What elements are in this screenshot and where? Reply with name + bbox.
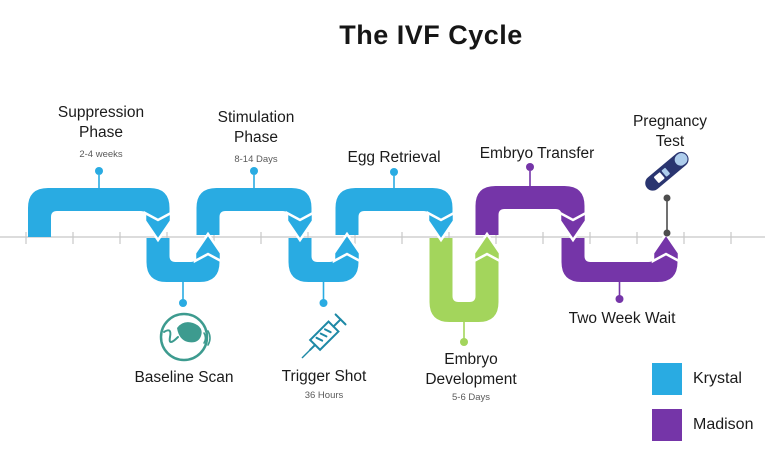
label-trigger-shot: Trigger Shot <box>281 368 367 385</box>
legend-swatch-madison <box>652 409 682 441</box>
pregnancy-test-connector <box>663 194 671 237</box>
arrow-down-icon <box>558 210 588 243</box>
label-pregnancy-test: Pregnancy Test <box>632 113 708 150</box>
arrow-up-icon <box>472 231 502 264</box>
ribbon-loop-embryo-development <box>429 238 499 322</box>
arrow-down-icon <box>426 210 456 243</box>
ribbon-loop-baseline-scan <box>146 238 220 282</box>
label-suppression-phase: Suppression Phase <box>57 104 145 141</box>
arrow-up-icon <box>332 231 362 264</box>
arrow-up-icon <box>651 231 681 264</box>
label-embryo-transfer: Embryo Transfer <box>479 145 595 162</box>
ultrasound-probe-icon <box>159 312 211 362</box>
duration-stimulation-phase: 8-14 Days <box>234 154 278 165</box>
duration-embryo-development: 5-6 Days <box>451 392 491 403</box>
duration-suppression-phase: 2-4 weeks <box>79 149 123 160</box>
ribbon-arch-stimulation <box>196 188 312 235</box>
legend-swatch-krystal <box>652 363 682 395</box>
label-egg-retrieval: Egg Retrieval <box>347 149 441 166</box>
arrow-down-icon <box>143 210 173 243</box>
timeline-axis <box>0 232 765 244</box>
arrow-down-icon <box>285 210 315 243</box>
label-stimulation-phase: Stimulation Phase <box>217 109 295 146</box>
label-embryo-development: Embryo Development <box>425 351 517 388</box>
syringe-icon <box>301 313 347 359</box>
ribbon-loop-two-week-wait <box>561 238 678 282</box>
ribbon-arch-embryo-transfer <box>475 186 585 235</box>
ribbon-arrowheads <box>143 210 681 264</box>
page-title: The IVF Cycle <box>339 20 523 50</box>
ribbon-loop-trigger-shot <box>288 238 359 282</box>
ribbon-arch-suppression <box>28 188 170 237</box>
arrow-up-icon <box>193 231 223 264</box>
label-two-week-wait: Two Week Wait <box>568 310 676 327</box>
legend-item-krystal: Krystal <box>652 363 742 395</box>
legend-label-krystal: Krystal <box>693 370 742 387</box>
legend-label-madison: Madison <box>693 416 754 433</box>
label-connectors <box>95 163 624 346</box>
ribbon-arch-egg-retrieval <box>335 188 453 235</box>
duration-trigger-shot: 36 Hours <box>304 390 344 401</box>
legend-item-madison: Madison <box>652 409 753 441</box>
label-baseline-scan: Baseline Scan <box>134 369 234 386</box>
pregnancy-test-stick-icon <box>645 151 689 191</box>
